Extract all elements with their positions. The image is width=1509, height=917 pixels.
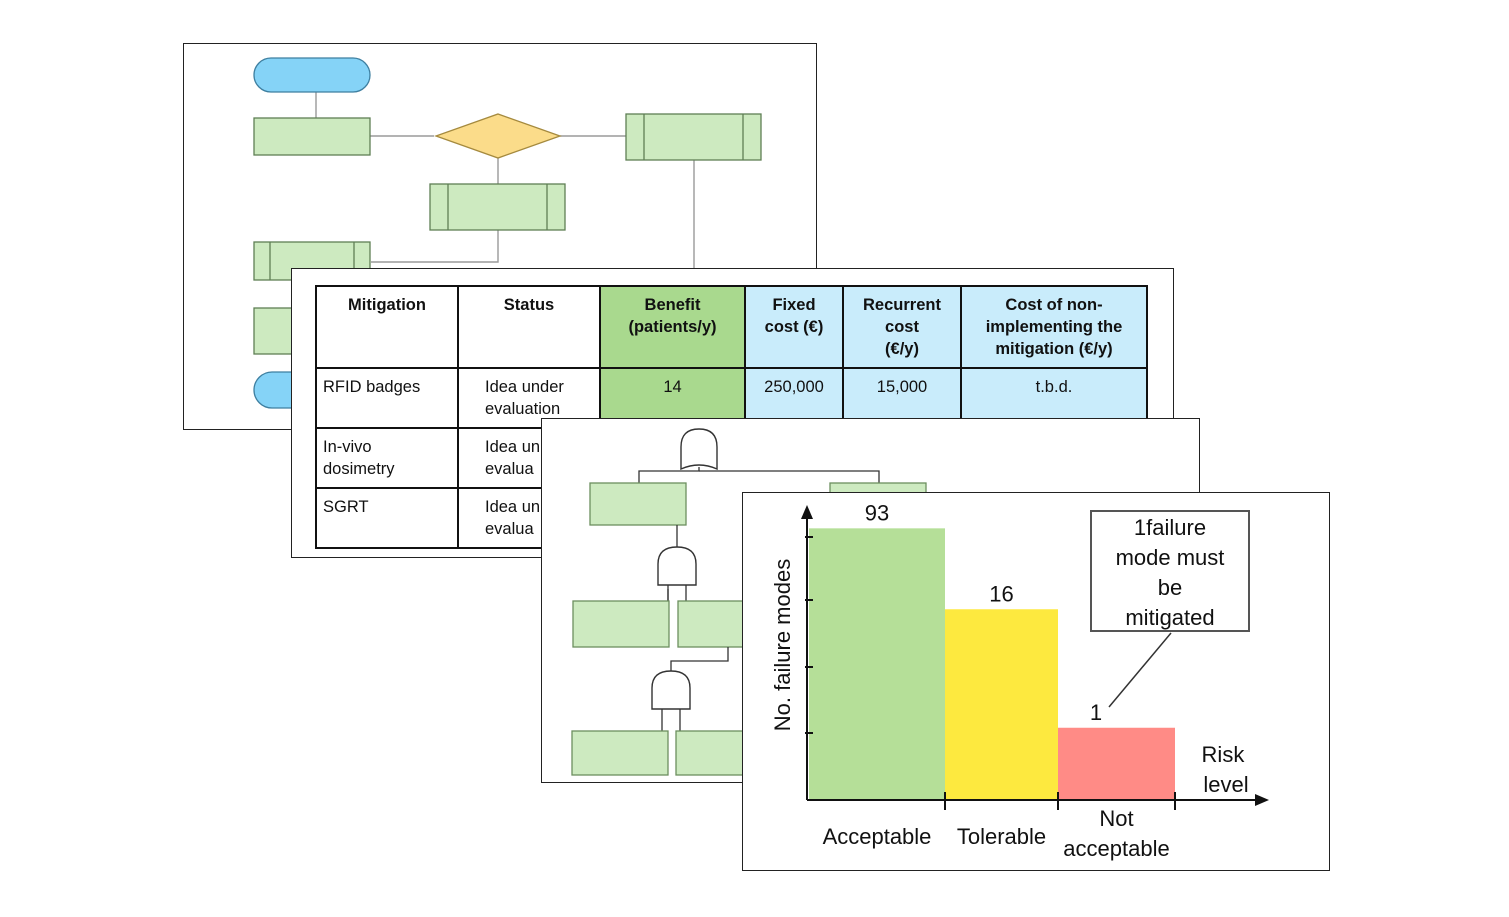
header-recurrent-line: Recurrent bbox=[863, 296, 941, 314]
cell-status-line: evalua bbox=[485, 460, 534, 478]
cell-mitigation-line: SGRT bbox=[323, 498, 369, 516]
bar-not-acceptable bbox=[1058, 727, 1175, 800]
value-labels: 93 16 1 bbox=[865, 500, 1102, 724]
category-label-line: Acceptable bbox=[823, 824, 932, 849]
cell-mitigation: SGRT bbox=[315, 487, 459, 549]
table-header-row: Mitigation Status Benefit (patients/y) F… bbox=[315, 285, 1148, 369]
category-label: Not acceptable bbox=[1063, 806, 1169, 861]
cell-mitigation: RFID badges bbox=[315, 367, 459, 429]
start-terminator bbox=[253, 57, 371, 93]
callout-box bbox=[1090, 510, 1250, 632]
header-recurrent-line: cost bbox=[885, 318, 919, 336]
process-box bbox=[253, 117, 371, 156]
callout-text-line: be bbox=[1158, 575, 1182, 600]
header-nonimpl-line: implementing the bbox=[985, 318, 1123, 336]
event-box bbox=[571, 730, 669, 776]
header-fixed-line: cost (€) bbox=[764, 318, 824, 336]
header-recurrent-cost: Recurrent cost (€/y) bbox=[842, 285, 962, 369]
subprocess-box bbox=[625, 113, 762, 161]
cell-status-line: Idea un bbox=[485, 438, 541, 456]
callout-text-line: 1failure bbox=[1134, 515, 1206, 540]
tree-connector bbox=[638, 467, 700, 483]
y-axis-label: No. failure modes bbox=[770, 559, 795, 731]
category-labels: Acceptable Tolerable Not acceptable bbox=[823, 806, 1170, 861]
callout-text-line: mode must bbox=[1116, 545, 1225, 570]
annotation-callout: 1failure mode must be mitigated bbox=[1090, 510, 1250, 708]
header-benefit: Benefit (patients/y) bbox=[599, 285, 746, 369]
flow-connector bbox=[371, 230, 499, 263]
event-box bbox=[589, 482, 687, 526]
callout-text: 1failure mode must be mitigated bbox=[1116, 515, 1225, 630]
x-axis-label: Risk level bbox=[1202, 742, 1251, 797]
callout-text-line: mitigated bbox=[1125, 605, 1214, 630]
subprocess-box bbox=[429, 183, 566, 231]
bars-layer bbox=[809, 528, 1175, 800]
header-nonimpl-line: Cost of non- bbox=[1005, 296, 1103, 314]
x-axis-arrowhead bbox=[1255, 794, 1269, 806]
x-ticks bbox=[944, 792, 1176, 810]
header-recurrent-line: (€/y) bbox=[885, 340, 919, 358]
cell-status-line: evalua bbox=[485, 520, 534, 538]
bar-value-label: 93 bbox=[865, 500, 889, 525]
category-label-line: Tolerable bbox=[957, 824, 1046, 849]
header-mitigation: Mitigation bbox=[315, 285, 459, 369]
x-axis-label-line: level bbox=[1203, 772, 1248, 797]
cell-mitigation-line: RFID badges bbox=[323, 378, 421, 396]
callout-leader-line bbox=[1108, 632, 1172, 708]
bar-tolerable bbox=[945, 609, 1058, 800]
or-gate-icon bbox=[680, 428, 718, 471]
risk-chart-panel: No. failure modes Risk level Acceptable T… bbox=[742, 492, 1330, 871]
header-benefit-line: (patients/y) bbox=[628, 318, 717, 336]
header-nonimpl-cost: Cost of non- implementing the mitigation… bbox=[960, 285, 1148, 369]
category-label: Acceptable bbox=[823, 824, 932, 849]
x-axis-label-line: Risk bbox=[1202, 742, 1246, 767]
y-axis-arrowhead bbox=[801, 505, 813, 519]
header-nonimpl-line: mitigation (€/y) bbox=[995, 340, 1113, 358]
cell-mitigation-line: dosimetry bbox=[323, 460, 395, 478]
header-status-label: Status bbox=[503, 296, 555, 314]
bar-value-label: 16 bbox=[989, 581, 1013, 606]
cell-mitigation-line: In-vivo bbox=[323, 438, 372, 456]
event-box bbox=[572, 600, 670, 648]
and-gate-icon bbox=[657, 546, 697, 586]
header-benefit-line: Benefit bbox=[644, 296, 701, 314]
tree-connector bbox=[699, 470, 880, 483]
category-label-line: acceptable bbox=[1063, 836, 1169, 861]
cell-mitigation: In-vivo dosimetry bbox=[315, 427, 459, 489]
category-label-line: Not bbox=[1099, 806, 1133, 831]
cell-status-line: Idea under bbox=[485, 378, 564, 396]
header-mitigation-label: Mitigation bbox=[348, 296, 426, 314]
bar-value-label: 1 bbox=[1090, 700, 1102, 725]
flowchart-svg bbox=[253, 57, 762, 409]
bar-acceptable bbox=[809, 528, 945, 800]
risk-bar-chart: No. failure modes Risk level Acceptable T… bbox=[770, 500, 1269, 861]
cell-status-line: Idea un bbox=[485, 498, 541, 516]
header-fixed-cost: Fixed cost (€) bbox=[744, 285, 844, 369]
tree-connector bbox=[670, 647, 729, 671]
cell-status-line: evaluation bbox=[485, 400, 561, 418]
y-ticks bbox=[805, 536, 813, 734]
decision-diamond bbox=[434, 113, 562, 159]
category-label: Tolerable bbox=[957, 824, 1046, 849]
header-fixed-line: Fixed bbox=[772, 296, 816, 314]
header-status: Status bbox=[457, 285, 601, 369]
and-gate-icon bbox=[651, 670, 691, 710]
